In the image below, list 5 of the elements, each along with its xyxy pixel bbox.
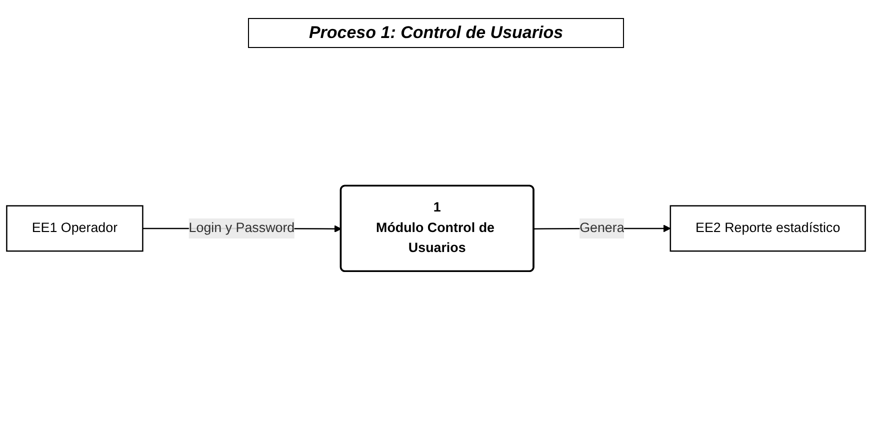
title: Proceso 1: Control de Usuarios <box>248 18 624 48</box>
edge-label: Login y Password <box>188 220 295 235</box>
edge-label: Genera <box>580 220 624 235</box>
node-box: EE1 Operador <box>6 204 144 252</box>
node-box: EE2 Reporte estadístico <box>670 204 866 252</box>
